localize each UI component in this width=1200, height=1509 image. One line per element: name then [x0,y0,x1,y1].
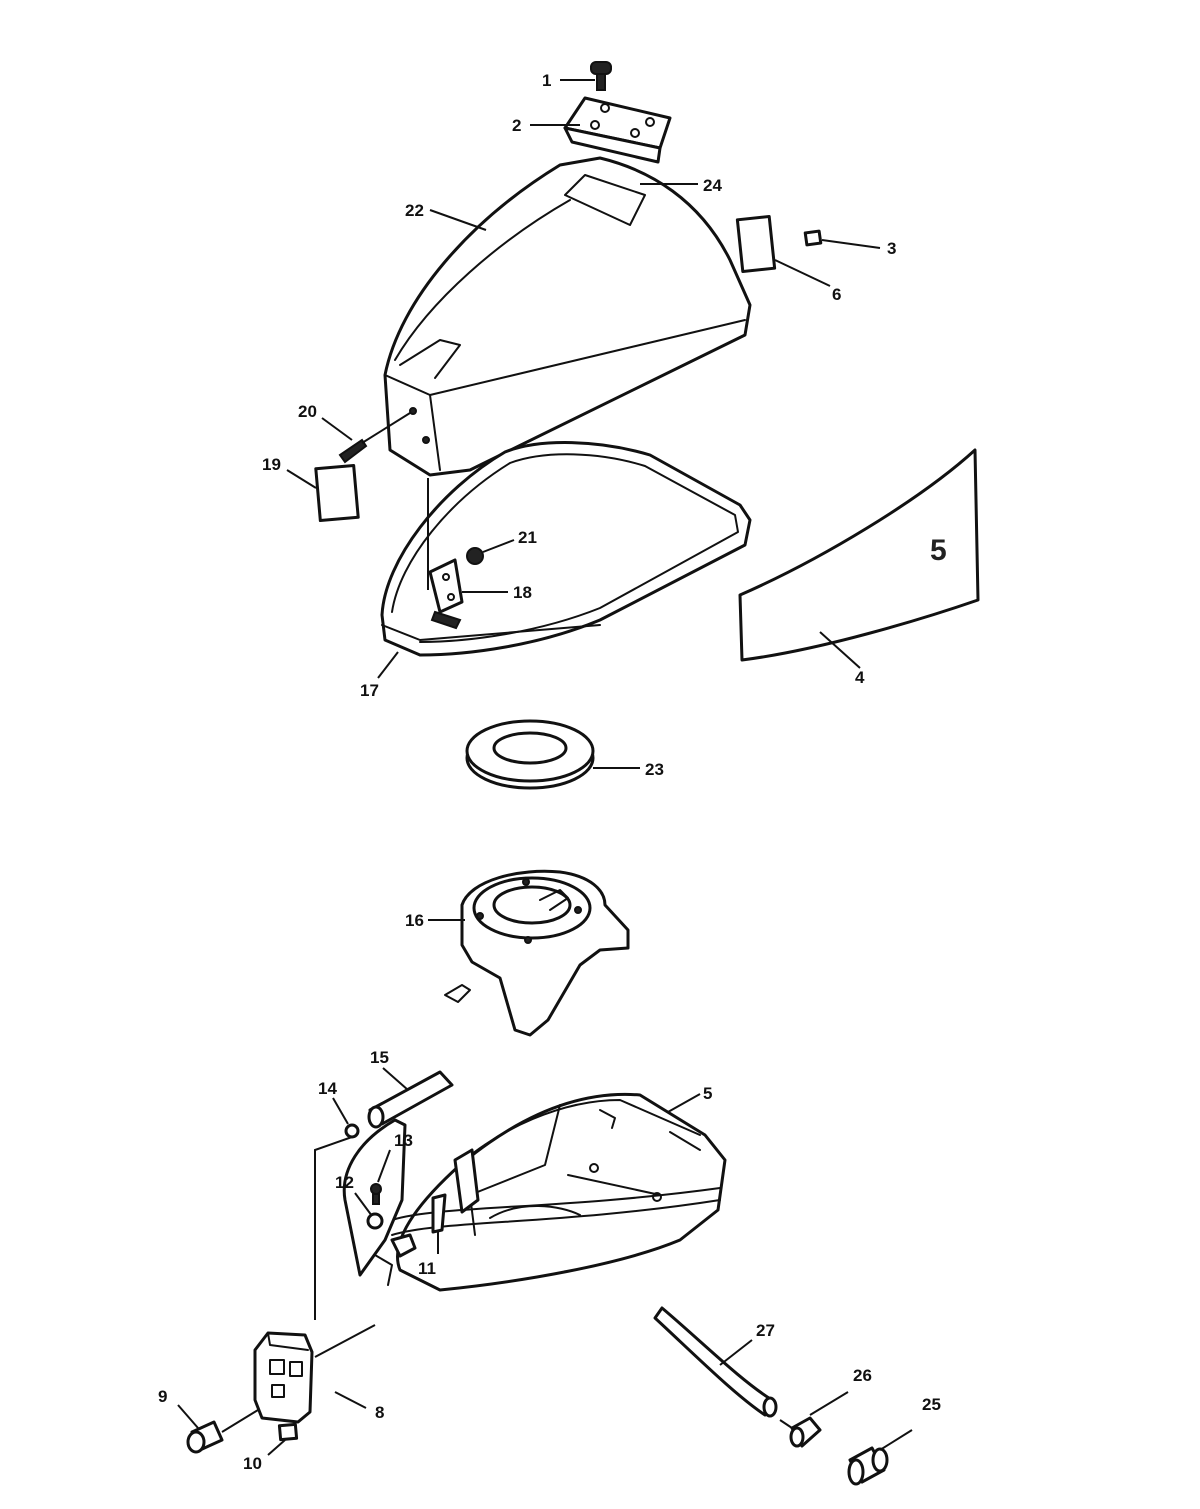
callout-26: 26 [853,1366,872,1385]
callout-5: 5 [703,1084,712,1103]
callout-2: 2 [512,116,521,135]
callout-4: 4 [855,668,865,687]
callout-15: 15 [370,1048,389,1067]
callout-25: 25 [922,1395,941,1414]
part-14-clip [344,1123,360,1139]
part-21-nut [466,547,484,565]
callouts: 1 2 3 4 5 6 8 9 10 11 12 13 14 15 16 17 … [158,71,941,1473]
callout-1: 1 [542,71,551,90]
part-9-fitting [186,1409,259,1454]
callout-11: 11 [418,1259,436,1278]
part-26-plug [779,1416,822,1448]
part-6-decal [735,214,777,274]
part-18-bracket [428,558,464,630]
callout-20: 20 [298,402,317,421]
callout-3: 3 [887,239,896,258]
part-15-tube [367,1070,454,1129]
callout-8: 8 [375,1403,384,1422]
part-8-latch [253,1324,376,1424]
callout-13: 13 [394,1131,413,1150]
part-10-decal [277,1422,299,1442]
callout-10: 10 [243,1454,262,1473]
part-25-connector [847,1446,889,1486]
callout-16: 16 [405,911,424,930]
part-12-washer [366,1212,384,1230]
part-23-grommet [465,719,595,790]
part-11-pin [431,1193,447,1254]
decal-mark: 5 [930,534,947,567]
callout-14: 14 [318,1079,337,1098]
part-3-small-decal [803,229,823,247]
callout-24: 24 [703,176,722,195]
part-5-bottom-cowl [342,1092,727,1292]
callout-27: 27 [756,1321,775,1340]
callout-12: 12 [335,1173,354,1192]
callout-21: 21 [518,528,537,547]
part-27-hose [653,1306,778,1418]
part-17-seal [380,441,752,657]
callout-9: 9 [158,1387,167,1406]
part-20-pin [338,407,417,464]
guide-line-14 [314,1136,353,1320]
callout-19: 19 [262,455,281,474]
part-19-label [314,463,360,523]
part-4-side-decal: 5 [738,448,980,662]
callout-23: 23 [645,760,664,779]
part-22-top-cowl [383,156,752,477]
callout-18: 18 [513,583,532,602]
callout-17: 17 [360,681,379,700]
part-13-screw [370,1183,382,1205]
part-2-plate [563,96,672,164]
callout-6: 6 [832,285,841,304]
part-16-support [444,869,630,1037]
callout-22: 22 [405,201,424,220]
part-1-screw [590,61,612,91]
